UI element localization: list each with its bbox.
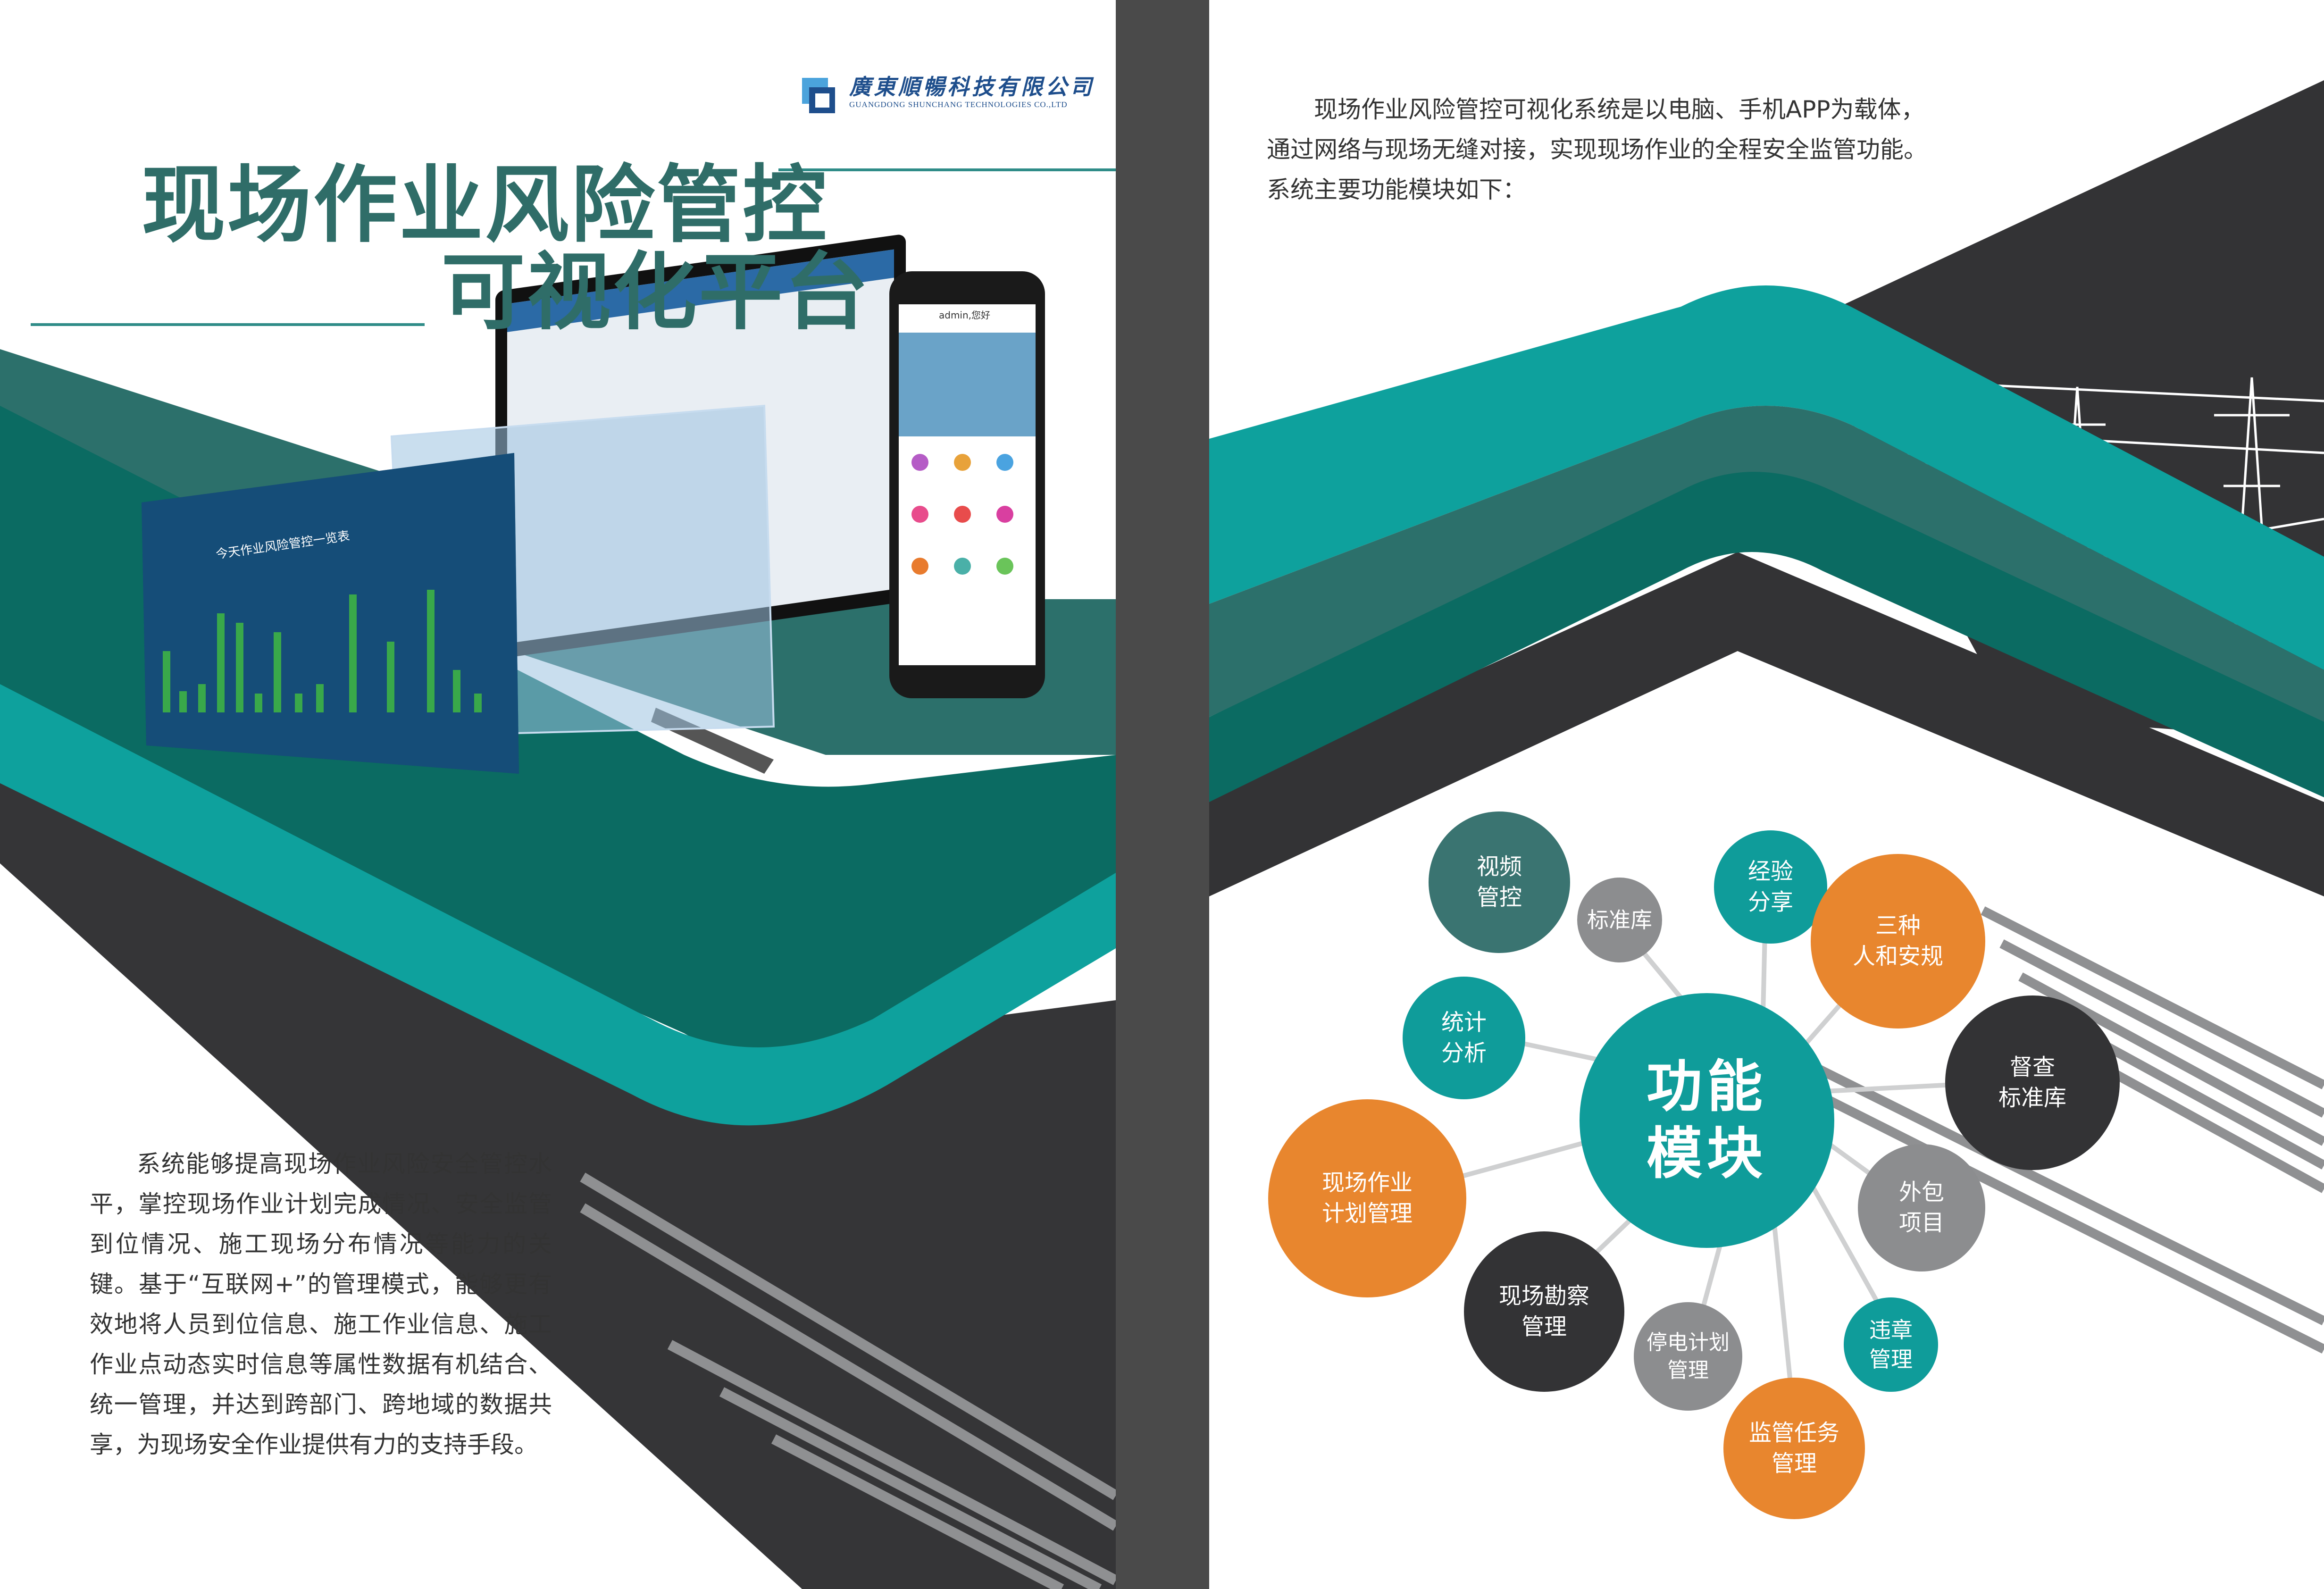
devices-illustration [142, 234, 1045, 774]
company-logo: 廣東順暢科技有限公司 GUANGDONG SHUNCHANG TECHNOLOG… [793, 66, 1092, 118]
right-description-line-1: 现场作业风险管控可视化系统是以电脑、手机APP为载体， [1314, 96, 1925, 123]
module-center: 功能 模块 [1580, 993, 1834, 1248]
module-supervision[interactable]: 督查 标准库 [1945, 995, 2120, 1170]
company-name-en: GUANGDONG SHUNCHANG TECHNOLOGIES CO.,LTD [849, 100, 1068, 109]
module-violation[interactable]: 违章 管理 [1844, 1297, 1938, 1392]
right-description-line-2: 通过网络与现场无缝对接，实现现场作业的全程安全监管功能。 [1267, 136, 1927, 163]
right-description: 现场作业风险管控可视化系统是以电脑、手机APP为载体， 通过网络与现场无缝对接，… [1267, 90, 2163, 210]
page-title-line-1: 现场作业风险管控 [142, 155, 828, 254]
module-standard[interactable]: 标准库 [1577, 878, 1662, 962]
company-name-cn: 廣東順暢科技有限公司 [849, 74, 1095, 100]
module-power-outage[interactable]: 停电计划 管理 [1634, 1302, 1742, 1411]
module-statistics[interactable]: 统计 分析 [1403, 977, 1525, 1099]
left-page: 今天作业风险管控一览表 admin,您好 廣東順暢科技有限公司 GUANGDON… [0, 0, 1116, 1589]
module-task[interactable]: 监管任务 管理 [1723, 1378, 1865, 1519]
right-description-line-3: 系统主要功能模块如下： [1267, 176, 1526, 203]
logo-icon [802, 78, 835, 113]
module-outsourcing[interactable]: 外包 项目 [1858, 1144, 1985, 1271]
right-background-shapes [1209, 80, 2324, 1421]
right-page: 现场作业风险管控可视化系统是以电脑、手机APP为载体， 通过网络与现场无缝对接，… [1209, 0, 2324, 1589]
module-plan[interactable]: 现场作业 计划管理 [1268, 1099, 1466, 1297]
module-experience[interactable]: 经验 分享 [1714, 830, 1827, 944]
page-title-line-2: 可视化平台 [441, 243, 870, 341]
left-description: 系统能够提高现场作业风险安全管控水平，掌控现场作业计划完成情况、安全监管到位情况… [90, 1150, 552, 1458]
left-background-shapes [0, 168, 1116, 1589]
phone-header: admin,您好 [939, 309, 991, 321]
module-survey[interactable]: 现场勘察 管理 [1464, 1231, 1624, 1392]
module-video[interactable]: 视频 管控 [1429, 811, 1570, 953]
module-three-types[interactable]: 三种 人和安规 [1811, 854, 1985, 1029]
